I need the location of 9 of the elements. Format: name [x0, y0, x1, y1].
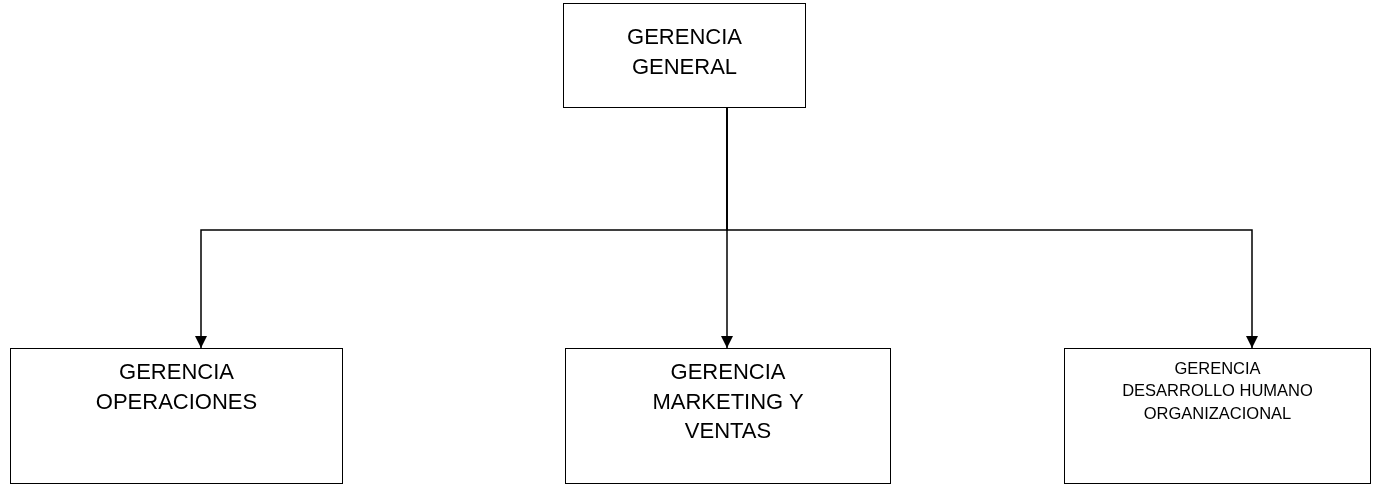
box-label: GERENCIA DESARROLLO HUMANO ORGANIZACIONAL [1121, 358, 1314, 424]
org-box [1064, 348, 1371, 484]
connector-arrow [726, 107, 1258, 349]
box-label: GERENCIA OPERACIONES [94, 358, 259, 416]
org-box [10, 348, 343, 484]
box-label: GERENCIA GENERAL [626, 23, 743, 81]
org-box [565, 348, 891, 484]
box-label: GERENCIA MARKETING Y VENTAS [651, 358, 805, 446]
org-box [563, 3, 806, 108]
